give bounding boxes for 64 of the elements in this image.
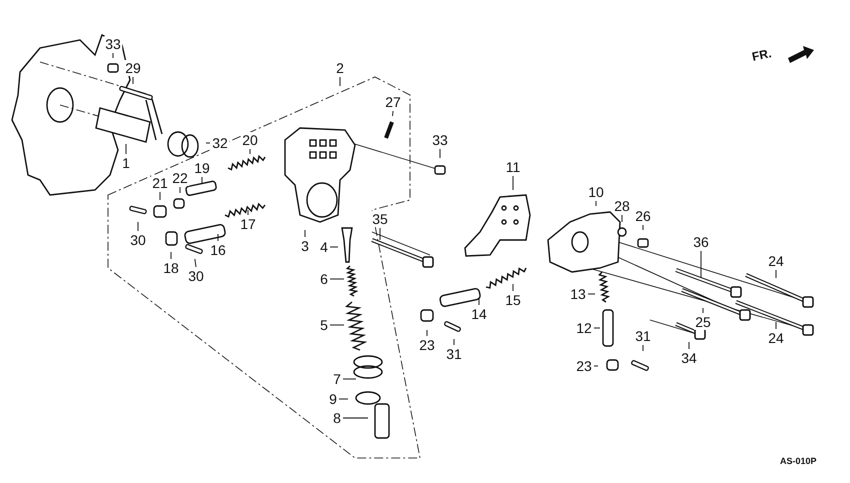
drawing-code: AS-010P <box>780 456 817 466</box>
leader-line <box>330 278 344 280</box>
callout-number: 25 <box>694 314 712 330</box>
leader-line <box>642 344 644 352</box>
leader-line <box>330 246 338 248</box>
leader-line <box>478 298 480 306</box>
leader-line <box>512 284 514 292</box>
callout-number: 32 <box>211 135 229 151</box>
callout-number: 36 <box>692 234 710 250</box>
callout-number: 33 <box>104 36 122 52</box>
callout-number: 35 <box>371 211 389 227</box>
leader-line <box>338 398 348 400</box>
callout-number: 2 <box>335 60 345 76</box>
callout-number: 14 <box>470 306 488 322</box>
callout-number: 30 <box>129 232 147 248</box>
leader-line <box>512 176 514 190</box>
callout-number: 31 <box>445 346 463 362</box>
leader-line <box>702 308 704 314</box>
callout-number: 19 <box>193 160 211 176</box>
callout-number: 9 <box>328 391 338 407</box>
front-direction-label: FR. <box>750 46 773 64</box>
callout-number: 4 <box>319 239 329 255</box>
callout-number: 20 <box>241 132 259 148</box>
callout-number: 6 <box>319 271 329 287</box>
callout-number: 5 <box>319 317 329 333</box>
callout-number: 17 <box>239 216 257 232</box>
callout-number: 24 <box>767 330 785 346</box>
leader-line <box>304 230 306 238</box>
callout-number: 8 <box>332 410 342 426</box>
callout-number: 3 <box>300 238 310 254</box>
callout-number: 33 <box>431 132 449 148</box>
leader-line <box>170 252 172 260</box>
leader-line <box>132 76 134 84</box>
callout-number: 34 <box>680 350 698 366</box>
leader-line <box>194 258 196 268</box>
leader-line <box>688 342 690 350</box>
leader-line <box>330 324 344 326</box>
leader-line <box>426 330 428 336</box>
callout-number: 13 <box>569 286 587 302</box>
callout-number: 7 <box>332 371 342 387</box>
leader-line <box>642 224 644 230</box>
callout-number: 16 <box>209 242 227 258</box>
callout-number: 1 <box>121 155 131 171</box>
callout-number: 24 <box>767 253 785 269</box>
leader-line <box>206 142 210 144</box>
callout-number: 31 <box>634 328 652 344</box>
callout-number: 26 <box>634 208 652 224</box>
callout-number: 23 <box>418 337 436 353</box>
leader-line <box>392 110 394 116</box>
callout-number: 27 <box>384 94 402 110</box>
callout-number: 12 <box>575 320 593 336</box>
callout-number: 15 <box>504 292 522 308</box>
callout-number: 22 <box>171 170 189 186</box>
callout-number: 30 <box>187 268 205 284</box>
callout-number: 10 <box>587 184 605 200</box>
leader-line <box>700 250 702 278</box>
leader-line <box>342 378 356 380</box>
callout-number: 23 <box>575 358 593 374</box>
callout-number: 21 <box>151 175 169 191</box>
leader-line <box>112 52 114 58</box>
callout-number: 29 <box>124 60 142 76</box>
callout-number: 28 <box>613 198 631 214</box>
callout-number: 18 <box>162 260 180 276</box>
callout-number: 11 <box>504 159 522 175</box>
